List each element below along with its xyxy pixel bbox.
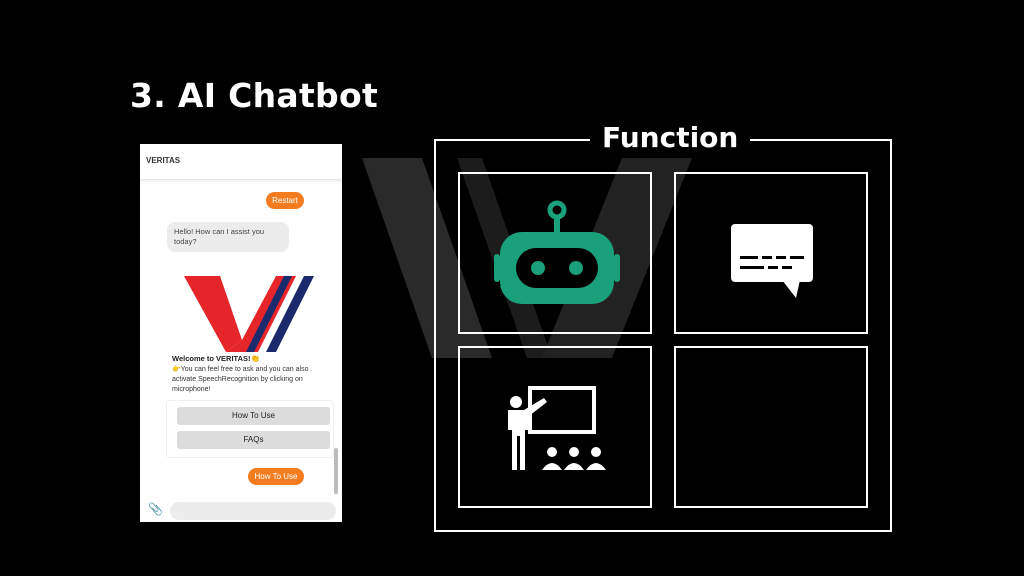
message-input[interactable] xyxy=(170,502,336,520)
how-to-use-button[interactable]: How To Use xyxy=(177,407,330,425)
function-title: Function xyxy=(590,120,751,156)
chat-header: VERITAS xyxy=(140,144,342,180)
welcome-title: Welcome to VERITAS!👏 xyxy=(172,354,260,363)
function-cell-teaching xyxy=(458,346,652,508)
attachment-icon[interactable]: 📎 xyxy=(148,502,163,516)
teacher-presentation-icon xyxy=(508,386,606,470)
faqs-button[interactable]: FAQs xyxy=(177,431,330,449)
welcome-message: Welcome to VERITAS!👏 👉You can feel free … xyxy=(172,354,332,395)
function-cell-chat xyxy=(674,172,868,334)
chatbot-screenshot: VERITAS Restart Hello! How can I assist … xyxy=(140,144,342,522)
slide-title: 3. AI Chatbot xyxy=(130,76,379,115)
function-cell-empty xyxy=(674,346,868,508)
function-cell-robot xyxy=(458,172,652,334)
quick-menu-card: How To Use FAQs xyxy=(166,400,334,458)
chat-bubble-icon xyxy=(731,224,813,298)
welcome-body: 👉You can feel free to ask and you can al… xyxy=(172,366,309,393)
scrollbar[interactable] xyxy=(334,448,338,494)
bot-greeting-bubble: Hello! How can I assist you today? xyxy=(167,222,289,252)
restart-button[interactable]: Restart xyxy=(266,192,304,209)
veritas-logo xyxy=(184,276,314,352)
user-reply-bubble: How To Use xyxy=(248,468,304,485)
robot-icon xyxy=(494,200,620,304)
